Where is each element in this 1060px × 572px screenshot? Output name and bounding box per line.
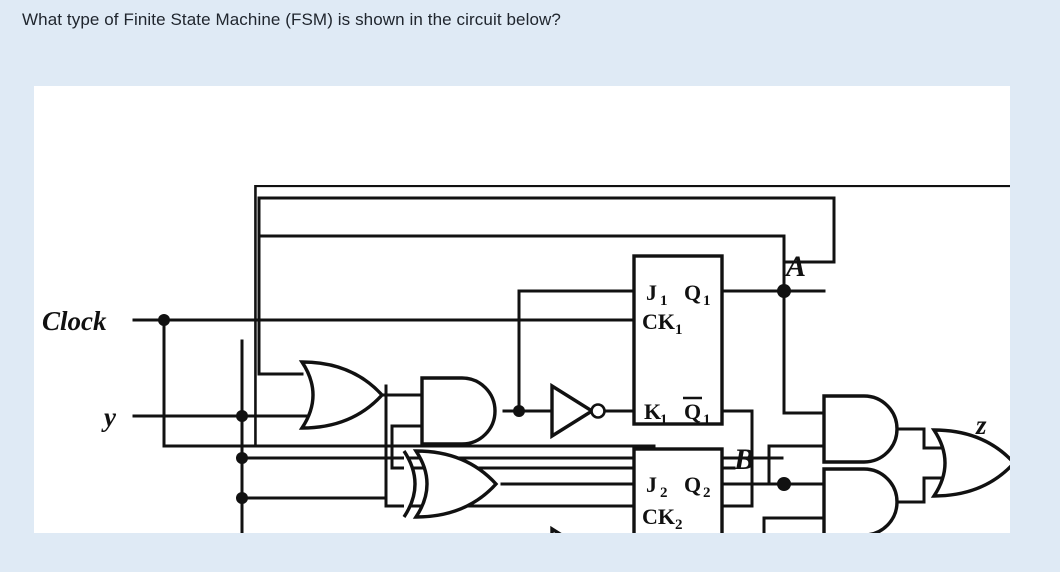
fsm-circuit-svg: J 1 Q 1 CK 1 K 1 Q 1 J 2 Q 2 CK 2 K 2 Q …: [42, 184, 1010, 533]
and-gate-output-top: [822, 394, 899, 464]
ff2-j-label: J: [646, 472, 657, 497]
and-gate-1: [420, 376, 497, 446]
page-title: What type of Finite State Machine (FSM) …: [22, 10, 561, 29]
ff1-k-label: K: [644, 399, 661, 424]
clock-label: Clock: [42, 306, 107, 336]
z-output-label: z: [975, 410, 987, 440]
ff1-k-sub: 1: [660, 412, 668, 428]
circuit-diagram-card: J 1 Q 1 CK 1 K 1 Q 1 J 2 Q 2 CK 2 K 2 Q …: [34, 86, 1010, 533]
node-b-label: B: [733, 443, 754, 476]
wire-junctions: [158, 284, 791, 504]
node-a-label: A: [784, 250, 806, 283]
circuit-wires-detail: [257, 196, 836, 376]
ff1-qbar-sub: 1: [703, 412, 711, 428]
inverter-2: [550, 525, 562, 533]
ff1-ck-sub: 1: [675, 322, 683, 338]
ff2-ck-sub: 2: [675, 517, 683, 533]
ff1-j-label: J: [646, 280, 657, 305]
xor-gate-1: [402, 449, 499, 519]
y-input-label: y: [101, 402, 117, 432]
ff1-j-sub: 1: [660, 293, 668, 309]
ff2-q-sub: 2: [703, 485, 711, 501]
ff1-qbar-label: Q: [684, 399, 701, 424]
flip-flop-2: J 2 Q 2 CK 2 K 2 Q 2: [632, 447, 724, 533]
ff1-q-sub: 1: [703, 293, 711, 309]
ff2-q-label: Q: [684, 472, 701, 497]
and-gate-output-bottom: [822, 467, 899, 533]
ff2-ck-label: CK: [642, 504, 675, 529]
inverter-1: [550, 382, 606, 440]
ff1-ck-label: CK: [642, 309, 675, 334]
or-gate-output: [930, 428, 1010, 498]
ff2-j-sub: 2: [660, 485, 668, 501]
flip-flop-1: J 1 Q 1 CK 1 K 1 Q 1: [632, 254, 724, 428]
ff1-q-label: Q: [684, 280, 701, 305]
or-gate-1: [298, 360, 385, 430]
